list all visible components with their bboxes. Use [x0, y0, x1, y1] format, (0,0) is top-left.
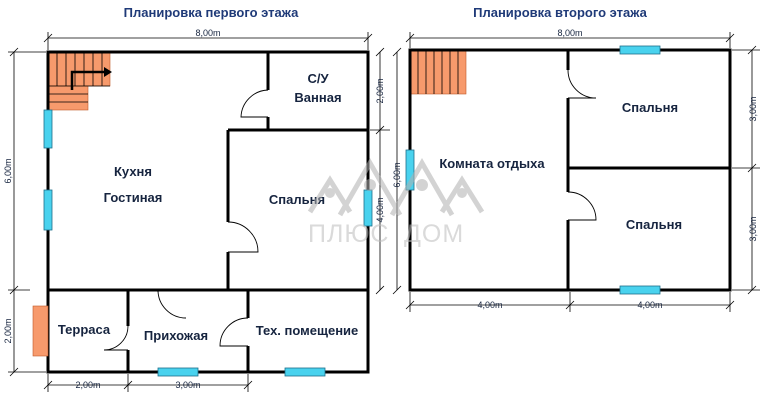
sf-bedroom3-door — [567, 191, 597, 221]
ff-bottom-right-label: 3,00m — [175, 380, 200, 390]
ff-bed-height-label: 4,00m — [375, 197, 385, 222]
watermark-houses-icon — [307, 157, 485, 217]
room-bedroom1-label: Спальня — [269, 192, 325, 207]
room-su-label: С/У — [307, 71, 329, 86]
watermark-text-left: ПЛЮС — [308, 220, 389, 248]
ff-width-label: 8,00m — [195, 28, 220, 38]
sf-window-top — [619, 45, 661, 55]
terrace-porch — [32, 305, 49, 357]
sf-right-bottom-label: 3,00m — [748, 216, 758, 241]
room-bedroom2-label: Спальня — [622, 100, 678, 115]
sf-width-label: 8,00m — [557, 28, 582, 38]
sf-height-label: 6,00m — [392, 162, 402, 187]
second-floor-stairs — [409, 49, 467, 95]
sf-dim-right: 3,00m 3,00m — [732, 45, 760, 295]
bedroom-door — [227, 221, 259, 253]
room-hall-label: Прихожая — [144, 328, 208, 343]
second-floor-plan: Комната отдыха Спальня Спальня 8,00m 6,0… — [392, 28, 760, 312]
sf-bottom-left-label: 4,00m — [477, 300, 502, 310]
sf-window-left — [405, 149, 415, 191]
first-floor-stairs — [47, 51, 112, 111]
room-living-label: Гостиная — [104, 190, 163, 205]
bathroom-door — [240, 89, 269, 118]
window-left-1 — [43, 109, 53, 149]
first-floor-plan: С/У Ванная Кухня Гостиная Спальня Террас… — [3, 28, 390, 392]
room-tech-label: Тех. помещение — [256, 323, 359, 338]
ff-dim-bottom: 2,00m 3,00m — [43, 374, 253, 392]
watermark: ПЛЮС ДОМ — [307, 157, 485, 248]
sf-window-bottom — [619, 285, 661, 295]
ff-lower-height-label: 2,00m — [3, 318, 13, 343]
hall-entrance-door — [157, 289, 187, 319]
room-terrace-label: Терраса — [58, 322, 111, 337]
second-floor-title: Планировка второго этажа — [473, 5, 648, 20]
ff-bottom-left-label: 2,00m — [75, 380, 100, 390]
sf-bedroom2-door — [567, 69, 597, 99]
room-kitchen-label: Кухня — [114, 164, 152, 179]
room-bath-label: Ванная — [294, 90, 341, 105]
ff-dim-right: 2,00m 4,00m — [370, 47, 390, 295]
terrace-door — [103, 325, 129, 351]
ff-su-height-label: 2,00m — [375, 78, 385, 103]
window-left-2 — [43, 189, 53, 231]
room-bedroom3-label: Спальня — [626, 217, 682, 232]
stairs-arrow-icon — [70, 70, 104, 90]
ff-dim-top: 8,00m — [43, 28, 373, 50]
sf-bottom-right-label: 4,00m — [637, 300, 662, 310]
room-rest-label: Комната отдыха — [439, 156, 545, 171]
sf-dim-top: 8,00m — [405, 28, 735, 48]
tech-room-door — [219, 317, 249, 347]
watermark-text-right: ДОМ — [404, 220, 464, 248]
sf-dim-bottom: 4,00m 4,00m — [405, 292, 735, 312]
window-bottom-2 — [284, 367, 326, 377]
sf-dim-left: 6,00m — [392, 47, 402, 295]
window-bottom-1 — [157, 367, 199, 377]
ff-height-label: 6,00m — [3, 158, 13, 183]
first-floor-title: Планировка первого этажа — [124, 5, 299, 20]
sf-right-top-label: 3,00m — [748, 96, 758, 121]
ff-dim-left: 6,00m 2,00m — [3, 47, 46, 377]
